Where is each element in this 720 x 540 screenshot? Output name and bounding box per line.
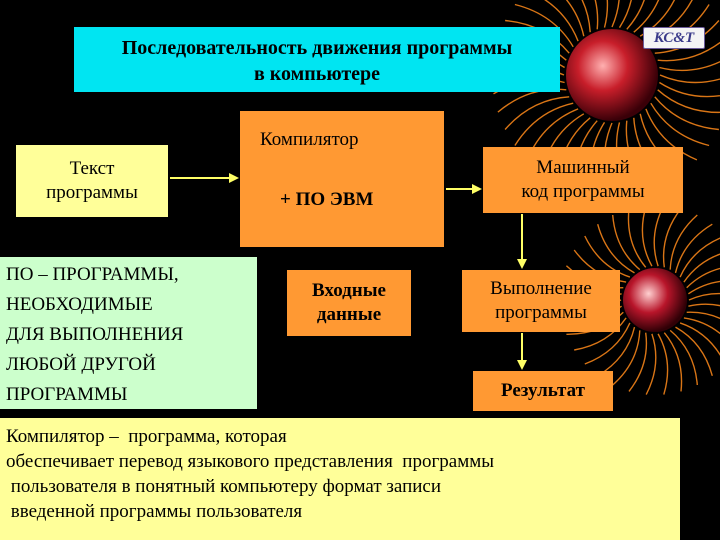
firework-ray	[659, 81, 720, 98]
firework-ray	[581, 0, 591, 33]
firework-ray	[543, 0, 579, 42]
input-data-line-1: Входные	[312, 280, 386, 301]
po-line: ПРОГРАММЫ	[6, 384, 128, 405]
compiler-box: Компилятор + ПО ЭВМ	[240, 111, 444, 247]
firework-ray	[679, 322, 720, 357]
firework-ray	[688, 280, 720, 295]
firework-ray	[675, 326, 713, 376]
firework-ray	[669, 214, 698, 270]
title-box: Последовательность движения программы в …	[74, 27, 560, 92]
compiler-definition-box: Компилятор – программа, которая обеспечив…	[0, 418, 680, 540]
firework-ray	[688, 303, 720, 307]
program-text-line-1: Текст	[69, 158, 115, 179]
execution-line-2: программы	[495, 302, 587, 323]
po-line: НЕОБХОДИМЫЕ	[6, 294, 153, 315]
execution-line-1: Выполнение	[490, 278, 592, 299]
firework-ray	[657, 41, 720, 62]
machine-code-box: Машинный код программы	[483, 147, 683, 213]
firework-ray	[633, 0, 660, 33]
firework-ray	[611, 0, 620, 28]
firework-ray	[584, 322, 631, 365]
firework-ray	[612, 214, 641, 271]
definition-line: введенной программы пользователя	[6, 501, 303, 522]
input-data-line-2: данные	[316, 304, 382, 325]
definition-line: пользователя в понятный компьютеру форма…	[6, 476, 442, 497]
firework-ray	[618, 0, 632, 28]
firework-ray	[663, 332, 683, 392]
result-box: Результат	[473, 371, 613, 411]
machine-code-line-2: код программы	[521, 181, 645, 202]
firework-ray	[683, 253, 720, 283]
firework-ray	[594, 0, 599, 30]
firework-ray	[626, 0, 645, 30]
firework-ray	[645, 108, 698, 161]
firework-ray	[574, 317, 627, 351]
title-line-2: в компьютере	[253, 63, 381, 85]
firework-ray	[686, 311, 720, 320]
firework-ray	[683, 317, 720, 335]
po-line: ЛЮБОЙ ДРУГОЙ	[6, 354, 156, 375]
firework-ray	[627, 208, 647, 268]
program-text-box: Текст программы	[16, 145, 168, 217]
firework-ray	[597, 224, 635, 274]
execution-box: Выполнение программы	[462, 270, 620, 332]
firework-ray	[688, 292, 720, 301]
firework-ray	[659, 60, 720, 72]
firework-ray	[645, 333, 657, 395]
firework-ray	[679, 237, 720, 278]
input-data-box: Входные данные	[287, 270, 411, 336]
firework-ray	[565, 0, 585, 37]
firework-ray	[669, 329, 698, 386]
firework-ray	[659, 74, 720, 84]
firework-ball-small	[623, 268, 687, 332]
kst-logo: КС&Т	[643, 27, 705, 49]
firework-ray	[603, 0, 609, 28]
firework-ray	[662, 208, 682, 268]
program-text-line-2: программы	[46, 182, 138, 203]
firework-ray	[514, 3, 574, 48]
firework-ball-large	[566, 29, 658, 121]
firework-ray	[686, 267, 720, 289]
firework-ray	[514, 102, 574, 146]
firework-ray	[650, 102, 710, 147]
firework-ray	[657, 333, 669, 395]
firework-ray	[674, 223, 713, 274]
po-evm-label: + ПО ЭВМ	[280, 189, 374, 210]
machine-code-line-1: Машинный	[536, 157, 630, 178]
firework-ray	[612, 330, 641, 386]
firework-ray	[657, 89, 720, 114]
po-definition-box: ПО – ПРОГРАММЫ, НЕОБХОДИМЫЕ ДЛЯ ВЫПОЛНЕН…	[0, 257, 257, 409]
firework-ray	[504, 96, 570, 130]
firework-ray	[628, 332, 648, 392]
po-line: ДЛЯ ВЫПОЛНЕНИЯ	[6, 324, 184, 345]
po-line: ПО – ПРОГРАММЫ,	[6, 264, 179, 285]
firework-ray	[654, 96, 719, 131]
title-line-1: Последовательность движения программы	[121, 37, 513, 59]
firework-ray	[584, 235, 631, 278]
definition-line: Компилятор – программа, которая	[6, 426, 287, 447]
definition-line: обеспечивает перевод языкового представл…	[6, 451, 495, 472]
compiler-label: Компилятор	[260, 129, 359, 150]
